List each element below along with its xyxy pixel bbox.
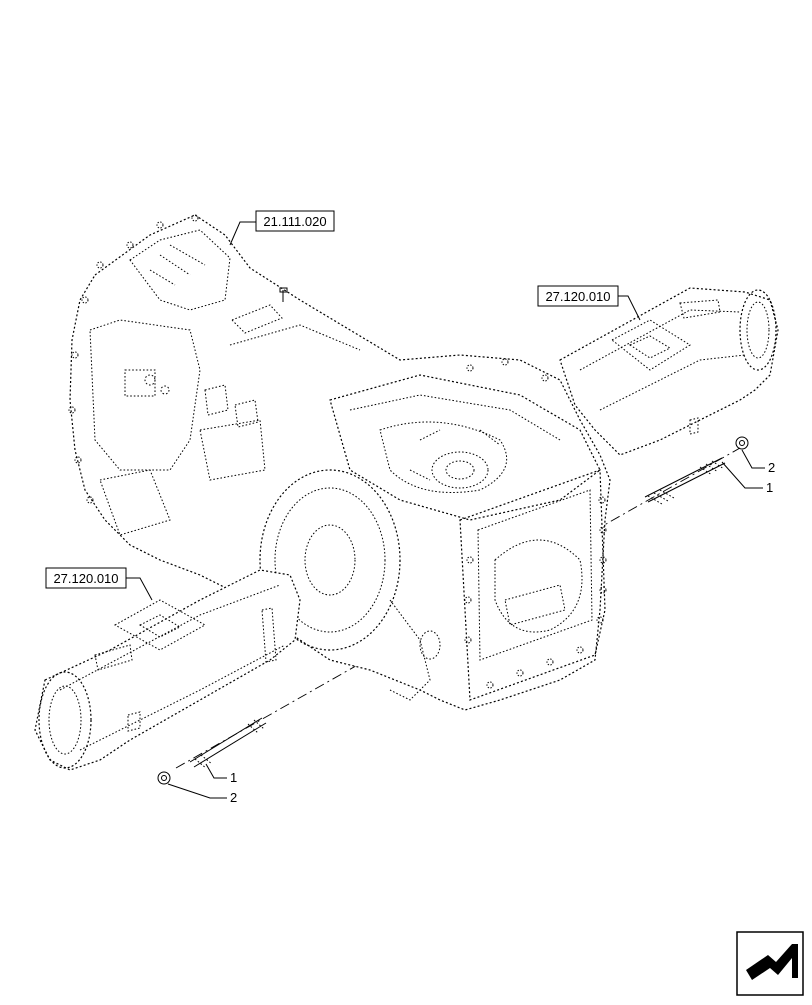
ref-box-left[interactable]: 27.120.010 <box>45 567 127 589</box>
left-axle-rib <box>261 607 277 663</box>
right-axle-flange <box>739 289 777 371</box>
left-axle-nameplate <box>94 644 133 671</box>
right-nut-leader <box>741 449 765 469</box>
left-side-face <box>89 319 201 471</box>
ref-right-leader <box>618 295 641 321</box>
ref-left-label: 27.120.010 <box>53 571 118 586</box>
ref-right-label: 27.120.010 <box>545 289 610 304</box>
left-nut-leader <box>167 783 227 799</box>
left-axle-flange <box>38 671 92 769</box>
left-brake-flange <box>259 469 401 651</box>
ref-box-top[interactable]: 21.111.020 <box>255 210 335 232</box>
ref-box-right[interactable]: 27.120.010 <box>537 285 619 307</box>
right-nut <box>735 436 749 450</box>
right-axle-nameplate <box>679 299 721 319</box>
next-page-arrow-icon[interactable] <box>736 931 804 996</box>
left-nut <box>157 771 171 785</box>
rear-cover-frame <box>459 469 606 701</box>
right-stud-leader <box>721 461 763 489</box>
left-stud-leader <box>205 763 227 779</box>
side-cover-plate <box>124 369 156 397</box>
callout-left-nut: 2 <box>230 790 237 805</box>
ref-left-leader <box>126 577 153 601</box>
ref-top-label: 21.111.020 <box>263 214 326 229</box>
right-axle-housing <box>559 287 779 456</box>
differential-gear <box>379 421 508 493</box>
top-mounting-plate <box>231 304 283 334</box>
callout-right-nut: 2 <box>768 460 775 475</box>
right-stud <box>644 457 726 505</box>
left-axle-housing <box>34 569 301 771</box>
ref-top-leader <box>229 221 256 246</box>
transmission-housing <box>68 214 611 711</box>
left-stud <box>189 717 267 769</box>
callout-right-stud: 1 <box>766 480 773 495</box>
callout-left-stud: 1 <box>230 770 237 785</box>
breather-fitting <box>279 287 288 302</box>
right-axle-mounting-pad <box>611 319 691 371</box>
rear-section-opening <box>329 374 601 521</box>
upper-housing-cover <box>129 229 231 311</box>
